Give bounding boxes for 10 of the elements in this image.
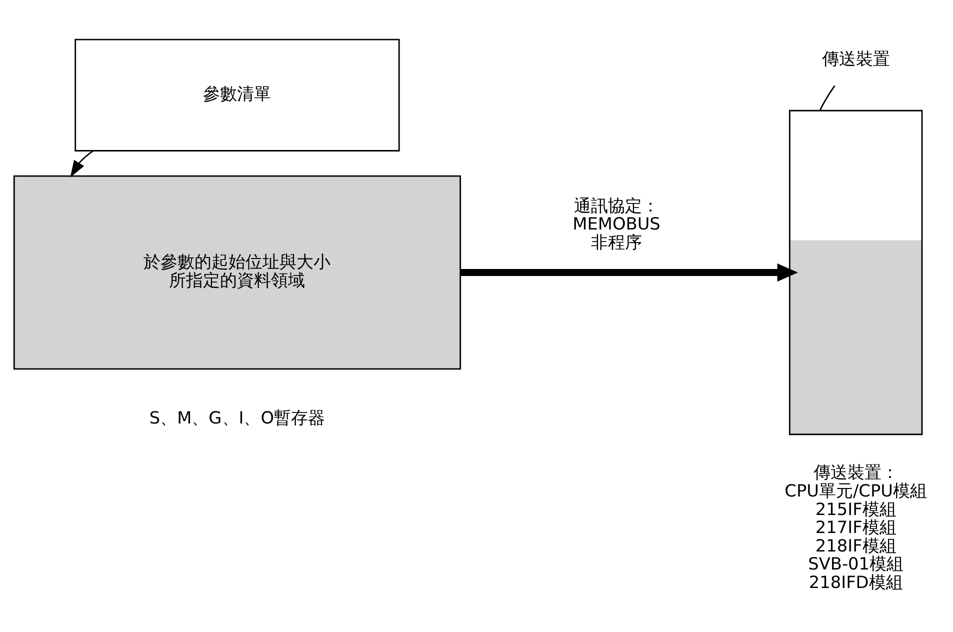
- node-label: 218IFD模組: [808, 571, 903, 592]
- node-text: 傳送裝置: [822, 48, 890, 68]
- node-label: SVB-01模組: [808, 553, 904, 574]
- edge-label: 通訊協定： MEMOBUS 非程序: [572, 194, 660, 252]
- node-label: 傳送裝置：: [813, 462, 898, 482]
- node-label: 217IF模組: [815, 516, 896, 537]
- node-label: 215IF模組: [815, 498, 896, 518]
- node-label: 218IF模組: [815, 534, 896, 555]
- node-label: S、M、G、I、O暫存器: [149, 406, 326, 427]
- node-label: CPU單元/CPU模組: [784, 480, 927, 500]
